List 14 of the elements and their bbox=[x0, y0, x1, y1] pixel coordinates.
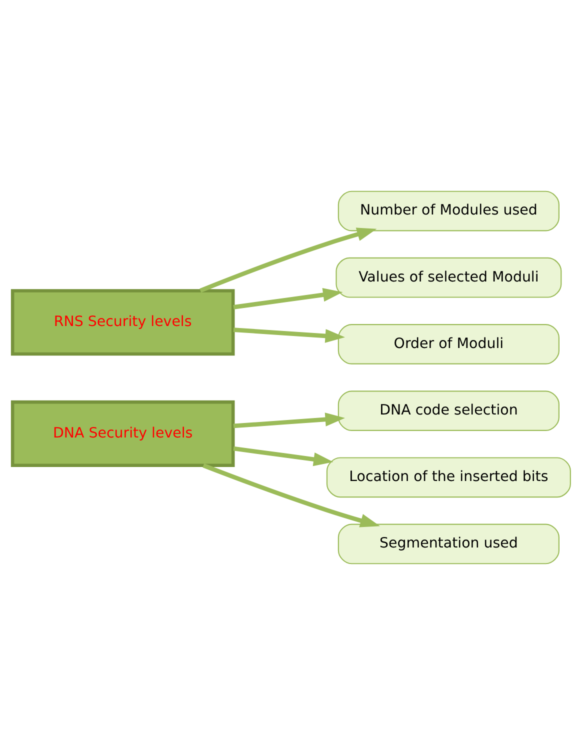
arrow bbox=[200, 227, 377, 292]
arrow bbox=[233, 327, 345, 342]
node-box: DNA code selection bbox=[338, 390, 560, 430]
arrow bbox=[233, 287, 343, 309]
node-box: Order of Moduli bbox=[338, 324, 560, 364]
node-box: Location of the inserted bits bbox=[326, 456, 571, 498]
node-box: Values of selected Moduli bbox=[336, 256, 562, 298]
arrow bbox=[202, 462, 380, 527]
arrow bbox=[233, 412, 345, 428]
node-box: RNS Security levels bbox=[10, 288, 235, 356]
node-box: Segmentation used bbox=[338, 523, 560, 564]
node-box: Number of Modules used bbox=[338, 190, 560, 231]
node-box: DNA Security levels bbox=[10, 400, 235, 467]
arrow bbox=[233, 446, 334, 466]
